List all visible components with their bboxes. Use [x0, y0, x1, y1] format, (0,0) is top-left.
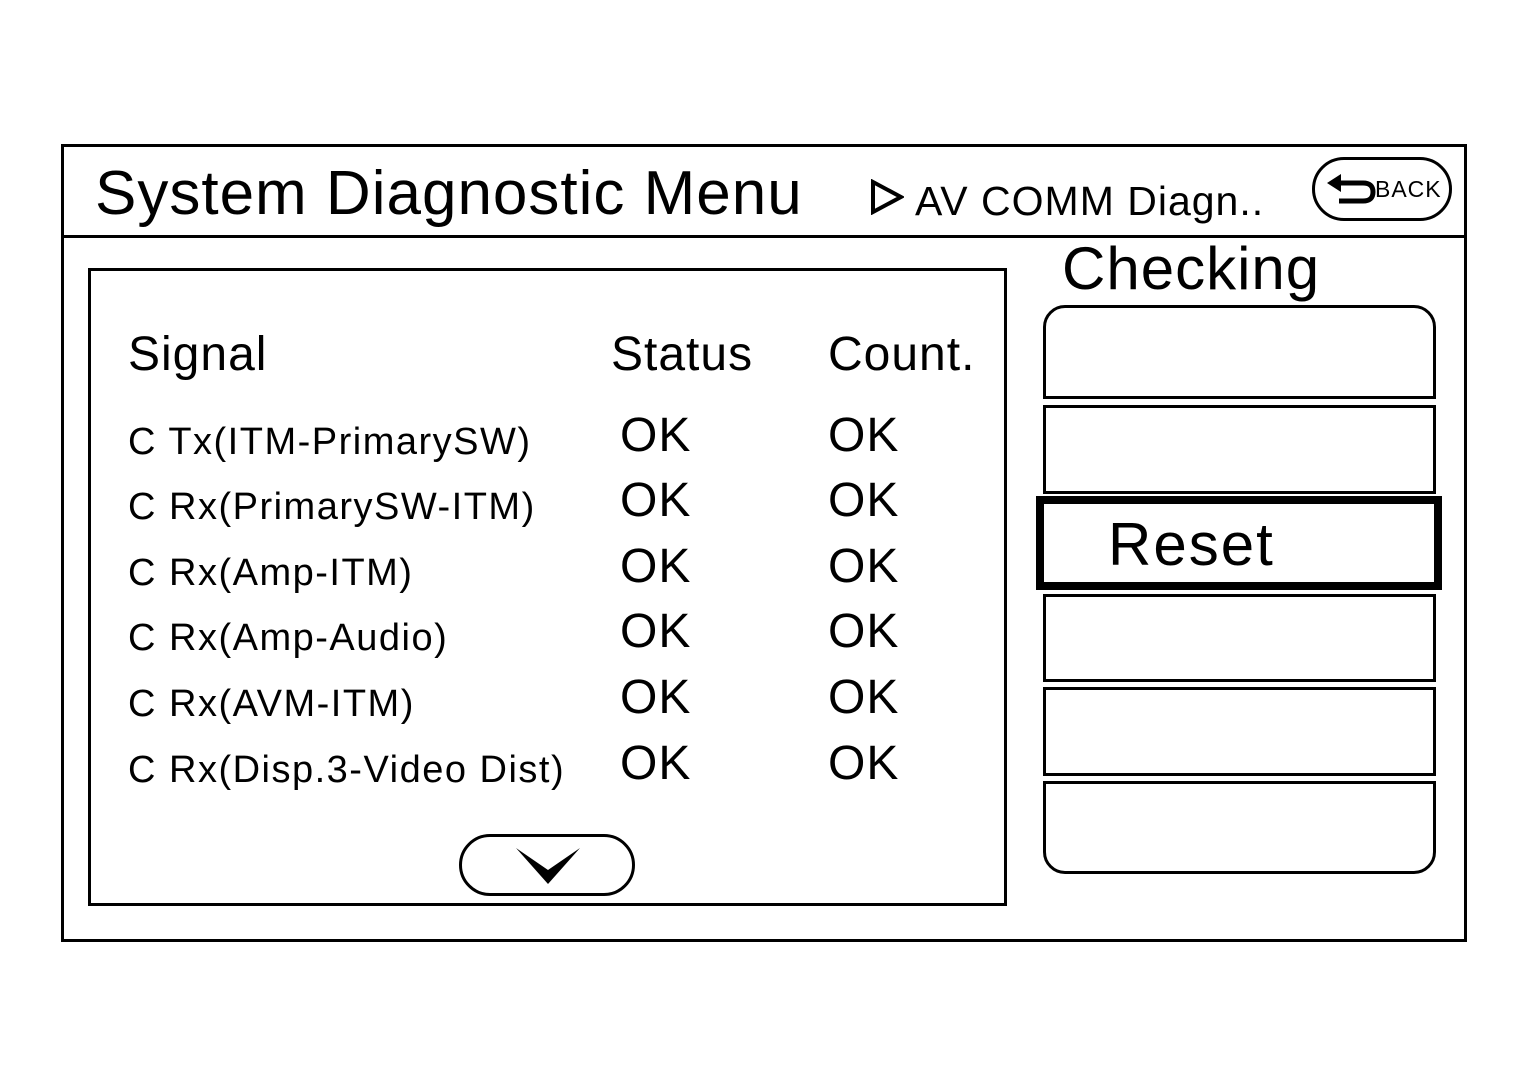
signal-name: C Rx(AVM-ITM) — [128, 683, 415, 725]
play-triangle-icon — [871, 179, 904, 215]
status-value: OK — [620, 540, 692, 593]
signal-name: C Tx(ITM-PrimarySW) — [128, 421, 532, 463]
count-value: OK — [828, 671, 900, 724]
page-title: System Diagnostic Menu — [95, 159, 803, 228]
scroll-down-button[interactable] — [459, 834, 635, 896]
count-value: OK — [828, 409, 900, 462]
status-value: OK — [620, 605, 692, 658]
column-header-signal: Signal — [128, 328, 268, 381]
side-button-1[interactable] — [1043, 305, 1436, 399]
back-label: BACK — [1375, 176, 1442, 202]
column-header-count: Count. — [828, 328, 976, 381]
status-value: OK — [620, 474, 692, 527]
count-value: OK — [828, 737, 900, 790]
checking-title: Checking — [1062, 235, 1321, 302]
table-row: C Rx(PrimarySW-ITM) OK OK — [91, 475, 1004, 535]
count-value: OK — [828, 605, 900, 658]
table-row: C Rx(AVM-ITM) OK OK — [91, 672, 1004, 732]
back-button[interactable]: BACK — [1312, 157, 1452, 221]
side-button-6[interactable] — [1043, 781, 1436, 874]
signal-name: C Rx(Disp.3-Video Dist) — [128, 749, 566, 791]
table-row: C Rx(Disp.3-Video Dist) OK OK — [91, 738, 1004, 798]
signal-name: C Rx(Amp-Audio) — [128, 617, 449, 659]
chevron-down-icon — [516, 848, 580, 884]
diagnostic-screen: System Diagnostic Menu AV COMM Diagn.. B… — [61, 144, 1467, 942]
side-button-4[interactable] — [1043, 594, 1436, 682]
signal-name: C Rx(Amp-ITM) — [128, 552, 414, 594]
reset-button[interactable]: Reset — [1036, 496, 1442, 590]
count-value: OK — [828, 540, 900, 593]
count-value: OK — [828, 474, 900, 527]
reset-label: Reset — [1108, 511, 1275, 578]
header-bar: System Diagnostic Menu AV COMM Diagn.. B… — [64, 147, 1464, 238]
signal-list-panel: Signal Status Count. C Tx(ITM-PrimarySW)… — [88, 268, 1007, 906]
side-button-5[interactable] — [1043, 687, 1436, 776]
breadcrumb: AV COMM Diagn.. — [915, 178, 1265, 224]
table-row: C Rx(Amp-ITM) OK OK — [91, 541, 1004, 601]
status-value: OK — [620, 409, 692, 462]
status-value: OK — [620, 737, 692, 790]
side-button-2[interactable] — [1043, 405, 1436, 494]
status-value: OK — [620, 671, 692, 724]
return-arrow-icon — [1327, 174, 1376, 204]
table-row: C Rx(Amp-Audio) OK OK — [91, 606, 1004, 666]
signal-name: C Rx(PrimarySW-ITM) — [128, 486, 536, 528]
column-header-status: Status — [611, 328, 754, 381]
table-row: C Tx(ITM-PrimarySW) OK OK — [91, 410, 1004, 470]
